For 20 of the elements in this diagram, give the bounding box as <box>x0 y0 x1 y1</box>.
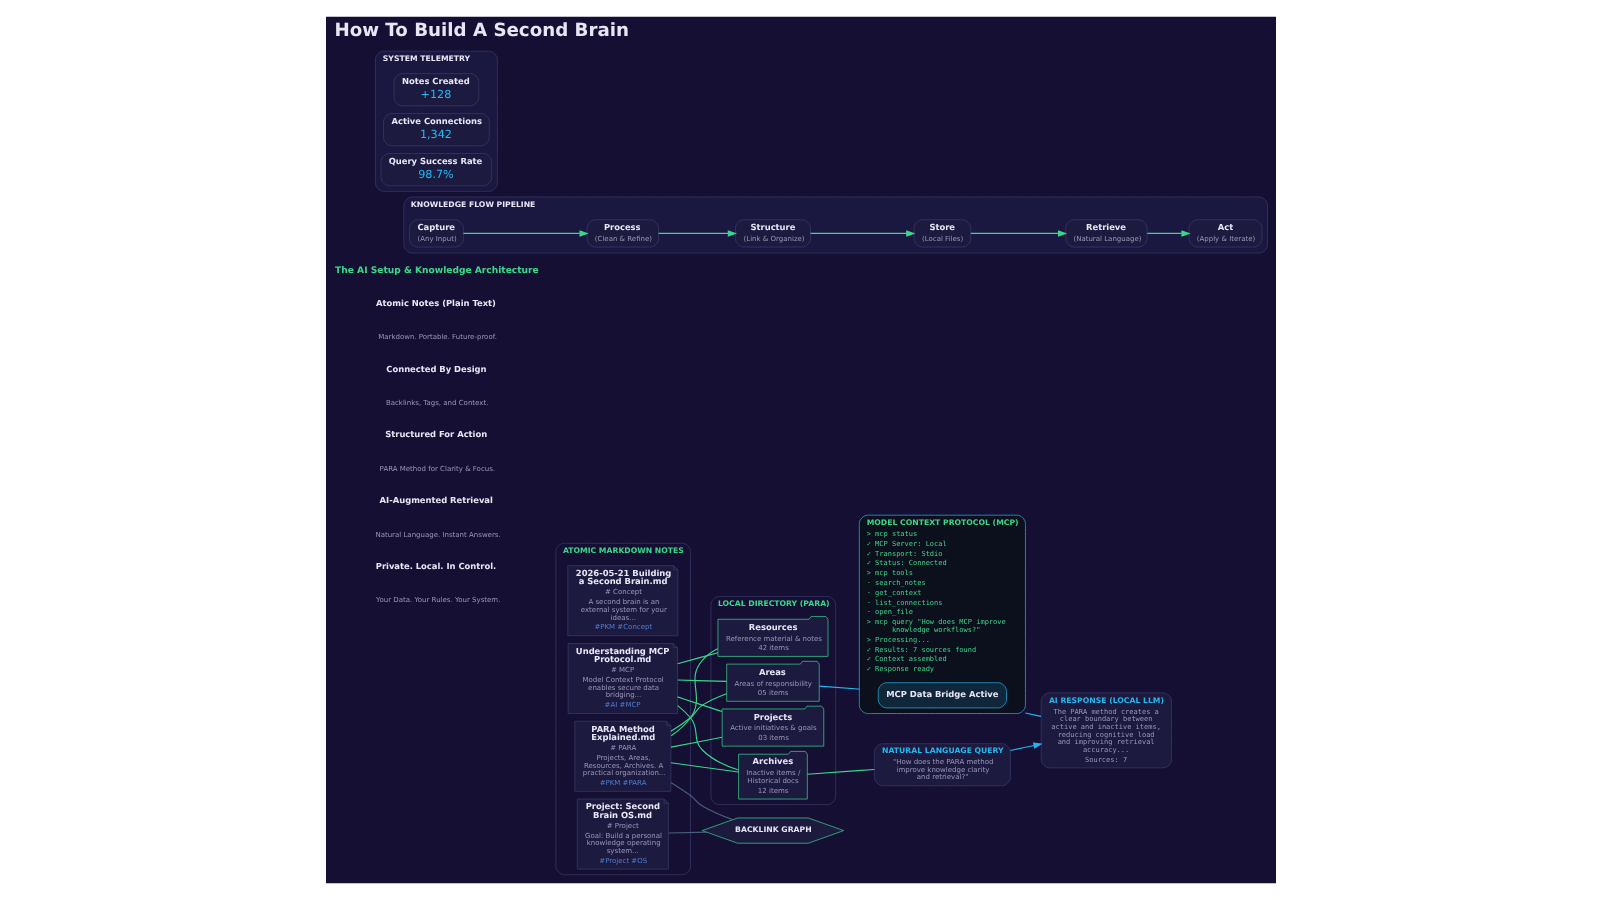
connector <box>669 736 722 748</box>
arrow <box>1145 230 1190 237</box>
arrow <box>808 230 915 237</box>
arrow <box>1008 742 1042 752</box>
connector <box>676 679 727 682</box>
connector <box>669 693 727 732</box>
arrow <box>461 230 588 237</box>
connector <box>669 648 718 737</box>
connector <box>667 831 707 834</box>
connector <box>805 768 874 775</box>
arrow <box>969 230 1067 237</box>
connector <box>669 781 733 821</box>
connector <box>676 705 739 771</box>
connector <box>676 696 722 713</box>
connector <box>817 685 859 690</box>
connector <box>676 652 718 665</box>
connector <box>1023 712 1041 717</box>
connector <box>669 762 738 773</box>
arrow <box>657 230 737 237</box>
diagram-title: How To Build A Second Brain <box>333 22 628 43</box>
